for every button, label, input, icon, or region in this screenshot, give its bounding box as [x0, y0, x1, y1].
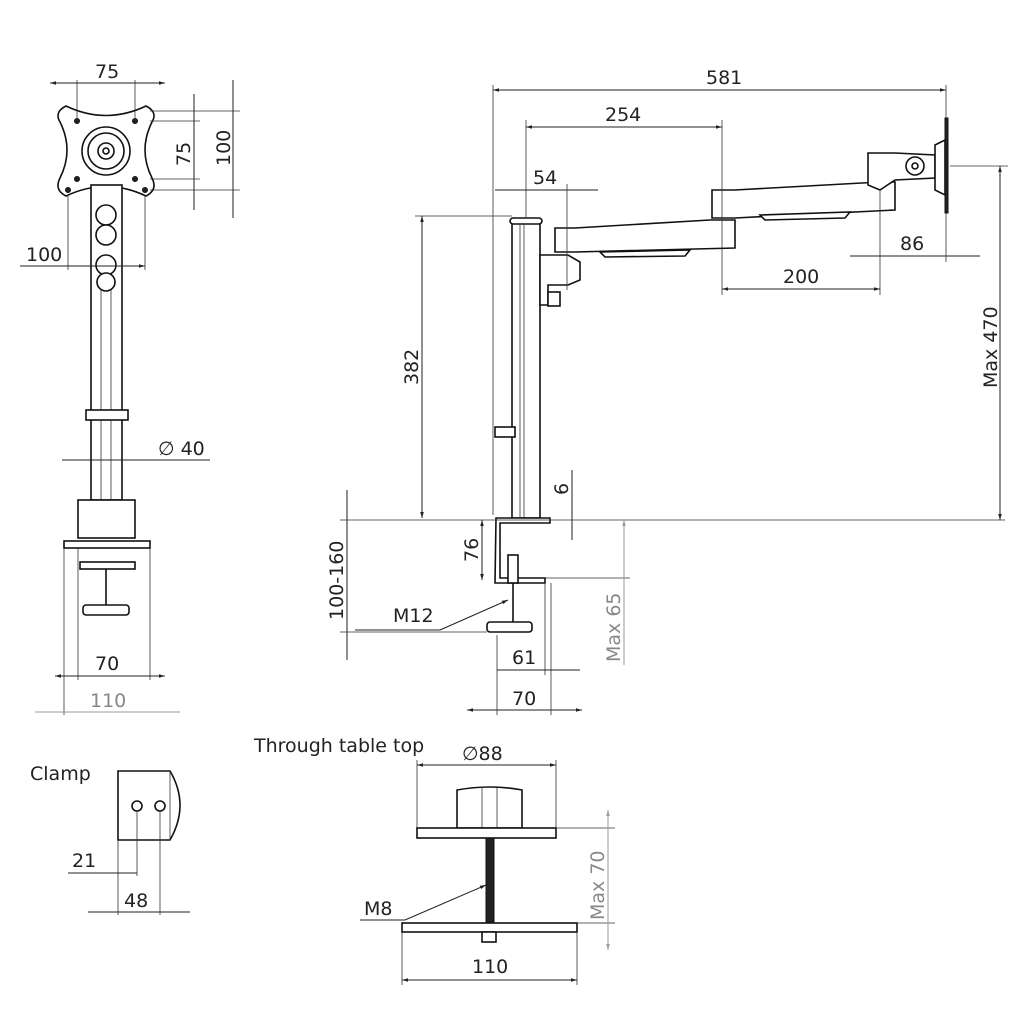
front-clamp-body [77, 499, 136, 539]
knob [96, 272, 116, 292]
dim-pole-diameter: ∅ 40 [158, 438, 205, 460]
dim-second-arm: 200 [783, 266, 819, 288]
dim-max-thickness: Max 70 [587, 851, 609, 921]
dim-plate-width: 110 [472, 956, 508, 978]
dim-desk-thickness: 100-160 [326, 541, 348, 620]
first-arm [554, 219, 736, 253]
dim-base-width: 110 [90, 690, 126, 712]
dim-total-reach: 581 [706, 67, 742, 89]
dim-vesa-100-h: 100 [26, 244, 62, 266]
tilt-head [867, 152, 936, 191]
front-clamp-plate [63, 540, 151, 549]
dim-head-depth: 86 [900, 233, 924, 255]
dim-bolt-m8: M8 [364, 898, 392, 920]
grommet-title: Through table top [253, 735, 424, 757]
side-view: 581 254 54 200 86 Max 470 382 6 76 100-1… [326, 67, 1008, 715]
dim-max-height: Max 470 [980, 306, 1002, 388]
arm-mount [539, 254, 581, 306]
front-view: 75 75 100 100 ∅ 40 70 110 [20, 61, 240, 715]
dim-arm-reach: 254 [605, 104, 641, 126]
dim-pole-offset: 54 [533, 167, 557, 189]
dim-clamp-inner: 61 [512, 647, 536, 669]
dim-grommet-diameter: ∅88 [462, 743, 503, 765]
dim-clamp-detail-width: 48 [124, 890, 148, 912]
grommet-detail: Through table top ∅88 Max 70 M8 110 [253, 735, 615, 985]
dim-clamp-width: 70 [95, 653, 119, 675]
dim-arm-height: 382 [401, 349, 423, 385]
dim-vesa-75-h: 75 [95, 61, 119, 83]
dim-clamp-outer: 70 [512, 688, 536, 710]
dim-hole-offset: 21 [72, 850, 96, 872]
dim-base-gap: 6 [551, 483, 573, 495]
side-pole [511, 221, 541, 519]
grommet-bottom-plate [401, 922, 578, 933]
threaded-rod [485, 837, 495, 924]
vesa-holes [65, 118, 148, 193]
second-arm [711, 181, 896, 219]
dim-clamp-depth: 76 [461, 538, 483, 562]
clamp-outline [117, 770, 181, 841]
dim-vesa-100-v: 100 [213, 130, 235, 166]
dim-max-clamp: Max 65 [603, 593, 625, 663]
side-clamp [494, 517, 551, 584]
dim-vesa-75-v: 75 [173, 142, 195, 166]
grommet-top-plate [416, 827, 557, 839]
grommet-post [456, 786, 523, 829]
monitor-plate [944, 117, 949, 214]
clamp-title: Clamp [30, 763, 91, 785]
dim-bolt-m12: M12 [393, 605, 434, 627]
clamp-detail: Clamp 21 48 [30, 763, 190, 915]
